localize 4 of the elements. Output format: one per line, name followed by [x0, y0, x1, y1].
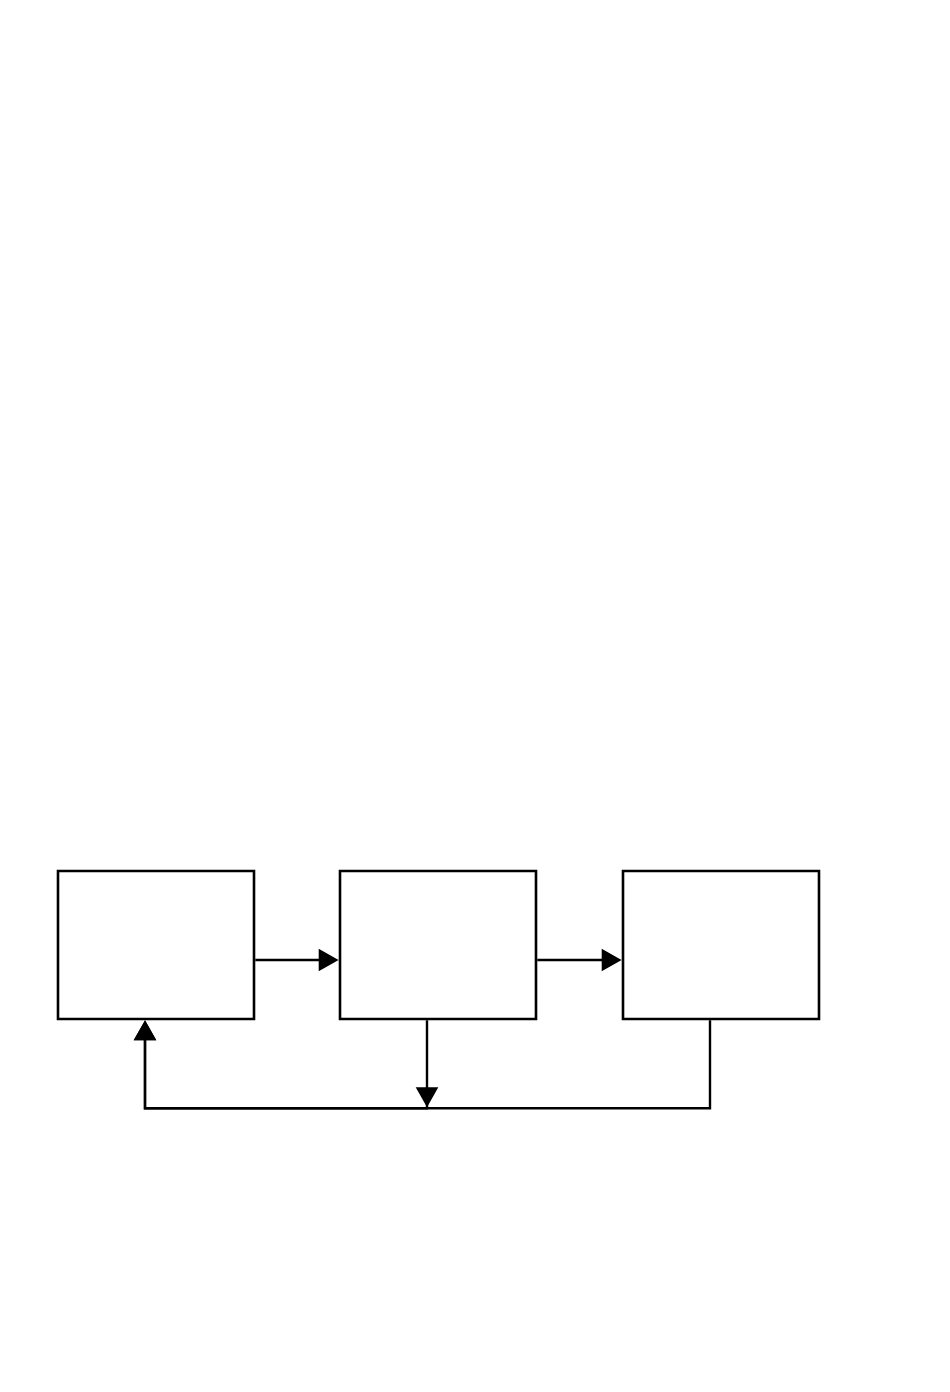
process-box — [621, 869, 821, 1021]
process-box — [338, 869, 538, 1021]
process-box — [56, 869, 256, 1021]
arrow — [133, 1020, 439, 1110]
